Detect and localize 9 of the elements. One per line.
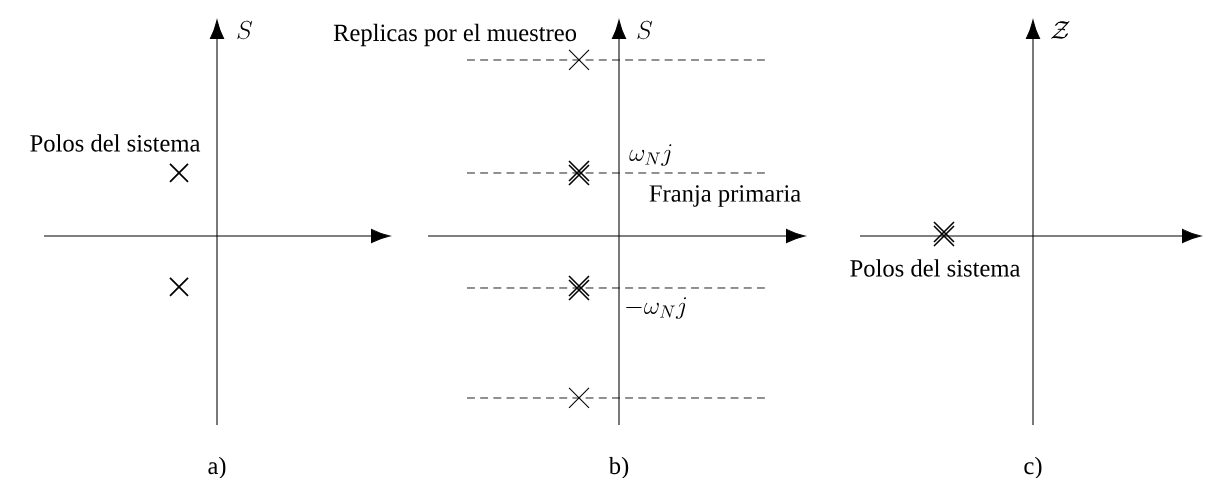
annotation-text: Polos del sistema <box>30 134 201 152</box>
axis-label: $S$ <box>237 20 253 40</box>
axis-value-label: $-\omega_N j$ <box>626 297 687 319</box>
axis-value-label: $\omega_N j$ <box>629 144 672 166</box>
axis-label: $\mathcal{Z}$ <box>1051 21 1070 39</box>
annotation-text: Replicas por el muestreo <box>333 23 577 47</box>
axis-label: $S$ <box>637 20 653 40</box>
annotation-text: Franja primaria <box>649 185 801 207</box>
annotation-text: Polos del sistema <box>850 259 1021 277</box>
